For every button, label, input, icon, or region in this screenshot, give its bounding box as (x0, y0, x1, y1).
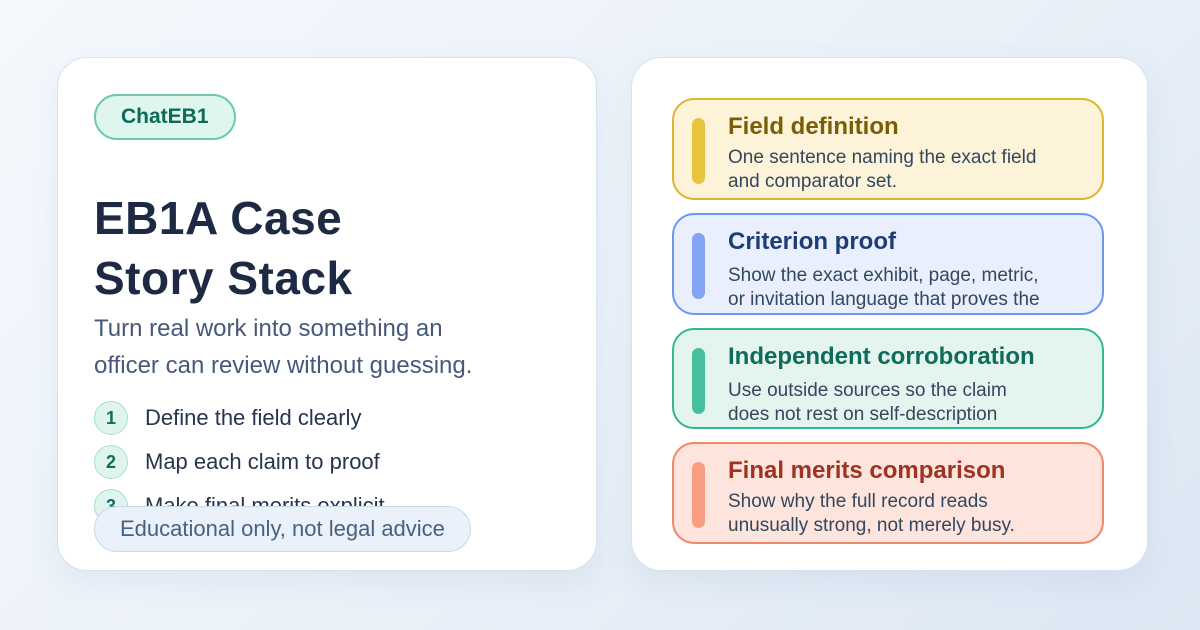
card-independent-corroboration: Independent corroboration Use outside so… (672, 327, 1104, 430)
brand-badge: ChatEB1 (94, 94, 236, 140)
card-title: Criterion proof (728, 227, 896, 255)
step-item: 2 Map each claim to proof (94, 445, 560, 479)
page-subtitle: Turn real work into something an officer… (94, 315, 473, 379)
card-title: Field definition (728, 113, 899, 140)
step-number-badge: 2 (94, 445, 128, 479)
accent-bar (692, 462, 705, 529)
criteria-card-stack: Field definition One sentence naming the… (631, 57, 1148, 571)
card-criterion-proof: Criterion proof Show the exact exhibit, … (672, 212, 1104, 315)
card-final-merits-comparison: Final merits comparison Show why the ful… (672, 442, 1104, 544)
accent-bar (692, 232, 705, 299)
card-body: One sentence naming the exact field and … (728, 147, 1037, 192)
accent-bar (692, 118, 705, 184)
card-title: Independent corroboration (728, 342, 1035, 370)
disclaimer-pill: Educational only, not legal advice (94, 506, 471, 552)
step-list: 1 Define the field clearly 2 Map each cl… (94, 401, 560, 523)
intro-card: ChatEB1 EB1A Case Story Stack Turn real … (57, 57, 597, 571)
card-body: Use outside sources so the claim does no… (728, 379, 1007, 425)
card-body: Show why the full record reads unusually… (728, 491, 1015, 537)
step-label: Define the field clearly (145, 405, 362, 430)
step-item: 1 Define the field clearly (94, 401, 560, 435)
accent-bar (692, 347, 705, 414)
step-number-badge: 1 (94, 401, 128, 435)
page-title: EB1A Case Story Stack (94, 192, 353, 304)
card-field-definition: Field definition One sentence naming the… (672, 98, 1104, 200)
step-label: Map each claim to proof (145, 449, 380, 474)
card-body: Show the exact exhibit, page, metric, or… (728, 264, 1040, 310)
card-title: Final merits comparison (728, 457, 1006, 485)
